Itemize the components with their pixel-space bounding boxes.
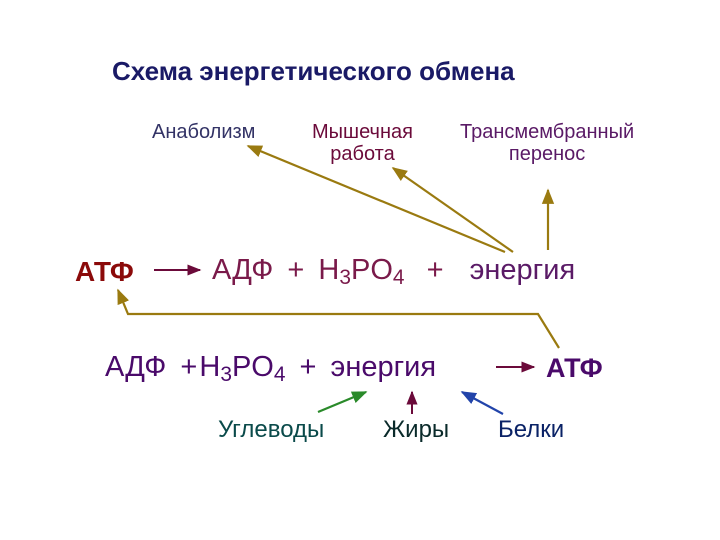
h-row2: H: [199, 351, 221, 383]
po-subscript-row2: 4: [273, 363, 286, 387]
h-subscript-row2: 3: [220, 363, 232, 387]
label-muscle-work: Мышечная работа: [312, 121, 413, 165]
po-subscript-row1: 4: [392, 266, 405, 290]
po-row1: PO: [351, 254, 393, 286]
equation-row2: АДФ +H3PO4 + энергия: [105, 351, 437, 386]
atf-row2: АТФ: [546, 353, 603, 383]
arrow-energy-to-muscle-work: [391, 167, 514, 253]
source-carbohydrates: Углеводы: [218, 416, 325, 443]
po-row2: PO: [231, 351, 274, 383]
energy-row1: энергия: [469, 254, 576, 286]
h-row1: H: [318, 254, 340, 286]
diagram-title: Схема энергетического обмена: [112, 56, 515, 86]
arrow-carbs-to-energy: [317, 390, 368, 414]
label-anabolism: Анаболизм: [152, 121, 256, 143]
atf-row1: АТФ: [75, 256, 134, 287]
equation-row1: АДФ + H3PO4 + энергия: [212, 254, 576, 289]
energy-row2: энергия: [330, 351, 437, 383]
plus-row2-a: +: [180, 351, 198, 383]
source-proteins: Белки: [498, 416, 565, 443]
plus-row1-a: +: [287, 254, 305, 286]
arrow-energy-to-anabolism: [246, 144, 506, 254]
arrow-regeneration-loop: [116, 288, 560, 349]
adf-row2: АДФ: [105, 351, 167, 383]
plus-row2-b: +: [299, 351, 317, 383]
plus-row1-b: +: [426, 254, 444, 286]
arrow-proteins-to-energy: [460, 391, 504, 415]
h-subscript-row1: 3: [339, 266, 351, 290]
label-transmembrane-transport: Трансмембранный перенос: [460, 121, 635, 165]
source-fats: Жиры: [383, 416, 450, 443]
adf-row1: АДФ: [212, 254, 274, 286]
